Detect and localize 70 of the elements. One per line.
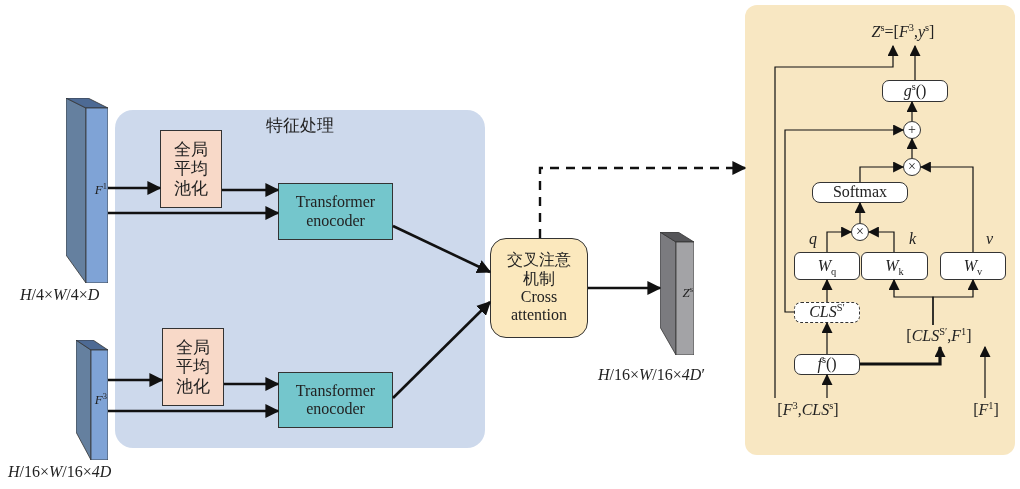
node-label: F$^{1}$	[94, 183, 107, 198]
node-label: W$_{q}$	[817, 256, 837, 276]
arrow	[821, 278, 833, 303]
vector-label: k	[909, 230, 917, 248]
operator-symbol: +	[908, 123, 916, 137]
arrow	[784, 124, 905, 313]
function-box	[794, 354, 860, 375]
arrow	[108, 404, 280, 418]
arrow	[867, 226, 895, 253]
dimension-label: H/4×W/4×D	[20, 286, 100, 304]
arrow	[588, 281, 662, 295]
node-label: Z$^{s}$=[F$^{3}$,y$^{s}$]	[871, 22, 935, 42]
node-label: Softmax	[832, 183, 888, 202]
arrow	[392, 301, 491, 399]
arrow	[932, 278, 979, 326]
pooling-box	[160, 130, 222, 208]
node-label: Z$^{s}$	[682, 286, 693, 301]
operator-symbol: ×	[856, 225, 864, 239]
arrow	[854, 201, 866, 224]
node-label: [CLS$^{S′}$,F$^{1}$]	[906, 326, 972, 346]
arrow	[906, 137, 918, 159]
arrow	[224, 377, 280, 391]
panel-title: 特征处理	[266, 114, 334, 136]
arrow	[826, 226, 853, 253]
node-label: f$^{s}$()	[817, 355, 837, 374]
arrow	[774, 44, 899, 399]
cross-attention-box	[490, 238, 588, 338]
arrow	[108, 181, 162, 195]
node-label: g$^{s}$()	[903, 81, 927, 101]
node-label: W$_{k}$	[885, 256, 904, 276]
node-label: 全局平均池化	[173, 139, 209, 199]
transformer-box	[278, 183, 393, 240]
transformer-box	[278, 372, 393, 428]
node-label: Cross attention	[510, 288, 568, 325]
arrow	[909, 44, 921, 81]
arrow	[919, 161, 974, 253]
vector-label: q	[809, 230, 817, 248]
arrow	[108, 206, 280, 220]
softmax-box	[812, 182, 908, 203]
token-box	[794, 302, 860, 323]
vector-label: v	[986, 230, 994, 248]
dashed-arrow	[538, 161, 747, 238]
node-label: CLS$^{S′}$	[809, 303, 845, 322]
arrow	[222, 183, 280, 197]
node-label: Transformer enocoder	[294, 193, 377, 230]
feature-processing-panel	[115, 110, 485, 448]
node-label: W$_{v}$	[963, 256, 983, 276]
node-label: [F$^{3}$,CLS$^{s}$]	[777, 400, 839, 420]
operator-symbol: ×	[908, 160, 916, 174]
arrow	[859, 161, 905, 183]
attention-detail-panel	[745, 5, 1015, 455]
arrow	[108, 373, 164, 387]
multiply-operator	[903, 158, 921, 176]
node-label: 全局平均池化	[175, 337, 211, 397]
add-operator	[903, 121, 921, 139]
function-box	[882, 80, 948, 102]
multiply-operator	[851, 223, 869, 241]
node-label: 交叉注意机制	[506, 251, 572, 288]
node-label: Transformer enocoder	[294, 381, 377, 419]
arrow	[392, 224, 492, 274]
arrow	[906, 100, 918, 122]
arrow	[821, 321, 833, 355]
node-label: [F$^{1}$]	[973, 400, 999, 420]
thick-arrow	[860, 345, 946, 366]
dimension-label: H/16×W/16×4D	[8, 463, 112, 481]
pooling-box	[162, 328, 224, 406]
node-label: F$^{3}$	[94, 392, 107, 408]
arrow	[821, 373, 833, 399]
dimension-label: H/16×W/16×4D′	[598, 366, 705, 384]
arrow	[979, 345, 991, 399]
